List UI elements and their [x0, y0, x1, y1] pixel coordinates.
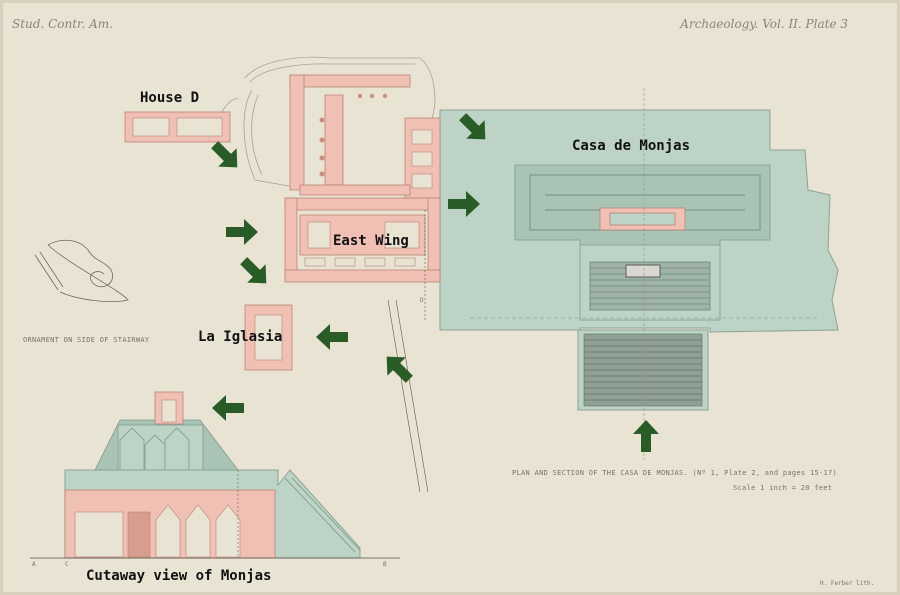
header-left: Stud. Contr. Am.	[12, 17, 113, 31]
engraver-credit: H. Ferber lith.	[820, 580, 874, 587]
section-letter-b: B	[383, 561, 387, 568]
label-cutaway: Cutaway view of Monjas	[86, 568, 271, 584]
house-d-ruins	[124, 56, 441, 199]
label-casa-de-monjas: Casa de Monjas	[572, 138, 690, 154]
label-house-d: House D	[140, 90, 199, 106]
stairway-ornament	[34, 239, 129, 302]
cutaway-elevation	[30, 391, 400, 559]
ornament-caption: ORNAMENT ON SIDE OF STAIRWAY	[23, 336, 150, 344]
survey-lines	[387, 210, 429, 493]
header-right: Archaeology. Vol. II. Plate 3	[679, 17, 848, 31]
label-la-iglasia: La Iglasia	[198, 329, 282, 345]
section-letter-c: C	[65, 561, 69, 568]
section-letter-d: D	[420, 297, 424, 304]
plan-title: PLAN AND SECTION OF THE CASA DE MONJAS. …	[512, 469, 837, 477]
label-east-wing: East Wing	[333, 233, 409, 249]
scale-caption: Scale 1 inch = 20 feet	[733, 484, 832, 492]
east-wing-plan	[284, 197, 441, 283]
la-iglasia-plan	[244, 304, 293, 371]
section-letter-a: A	[32, 561, 36, 568]
casa-de-monjas-platform	[439, 88, 839, 460]
